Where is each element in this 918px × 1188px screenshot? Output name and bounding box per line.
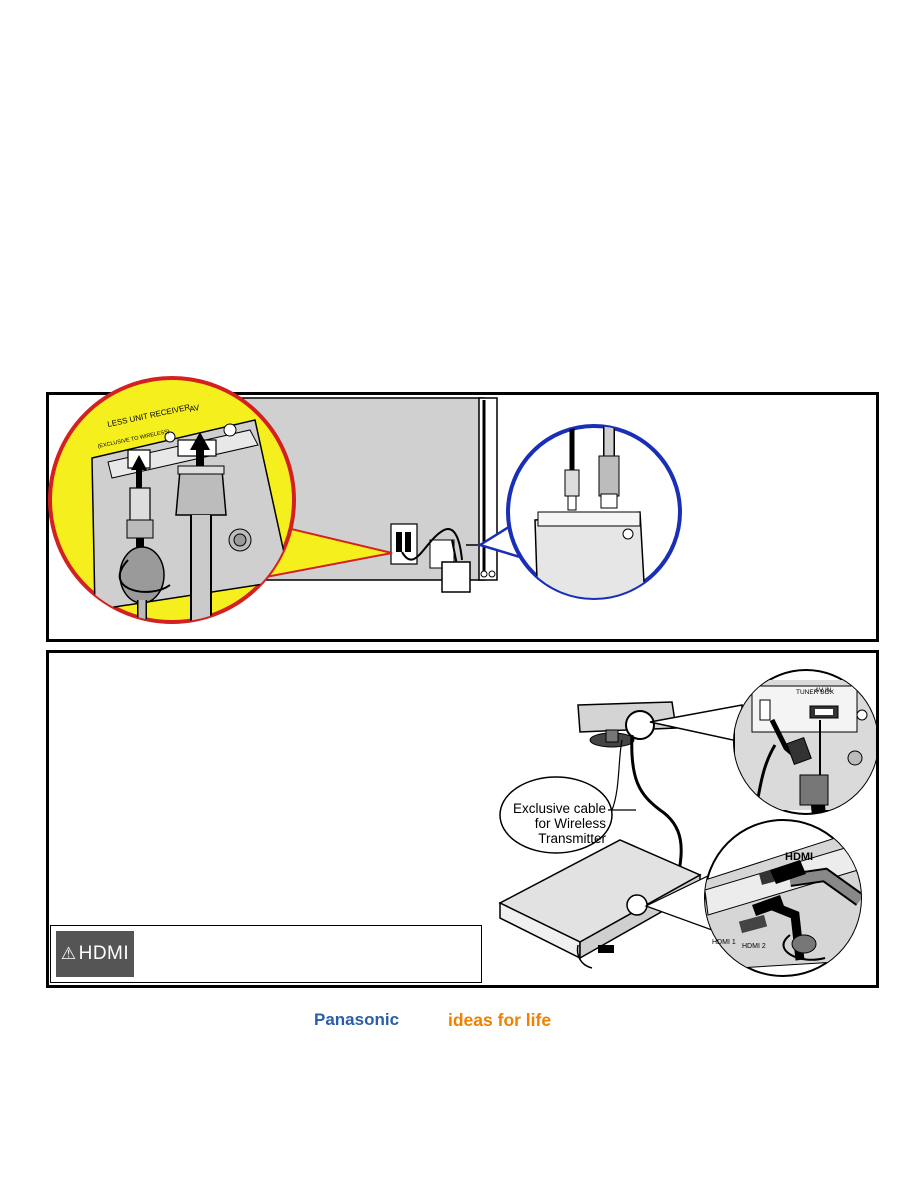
hdmi-badge-text: HDMI [78, 943, 130, 964]
hdmi1-label: HDMI 1 [712, 939, 736, 946]
brand-tagline: ideas for life [448, 1010, 552, 1030]
av-in-label: AV IN [815, 687, 832, 694]
av-label: AV [189, 403, 201, 414]
hdmi-note-box: ⚠ HDMI [50, 925, 482, 983]
callout-line-3: Transmitter [538, 831, 606, 846]
tuner-box-label: TUNER BOX [796, 689, 835, 696]
hdmi-warning-badge: ⚠ HDMI [56, 931, 134, 977]
hdmi-logo-text: HDMI [785, 851, 813, 863]
wireless-transmitter-box [441, 561, 471, 593]
callout-line-2: for Wireless [534, 816, 606, 831]
warning-icon: ⚠ [60, 944, 77, 963]
tv-side-edge [478, 397, 498, 581]
brand-logo: Panasonic [314, 1010, 400, 1029]
hdmi2-label: HDMI 2 [742, 943, 766, 950]
player-connection-panel [46, 650, 879, 988]
cable-callout-bubble [499, 776, 613, 854]
tv-terminal-block [390, 523, 418, 565]
cable-callout-text: Exclusive cable for Wireless Transmitter [500, 801, 606, 846]
callout-line-1: Exclusive cable [512, 801, 606, 816]
